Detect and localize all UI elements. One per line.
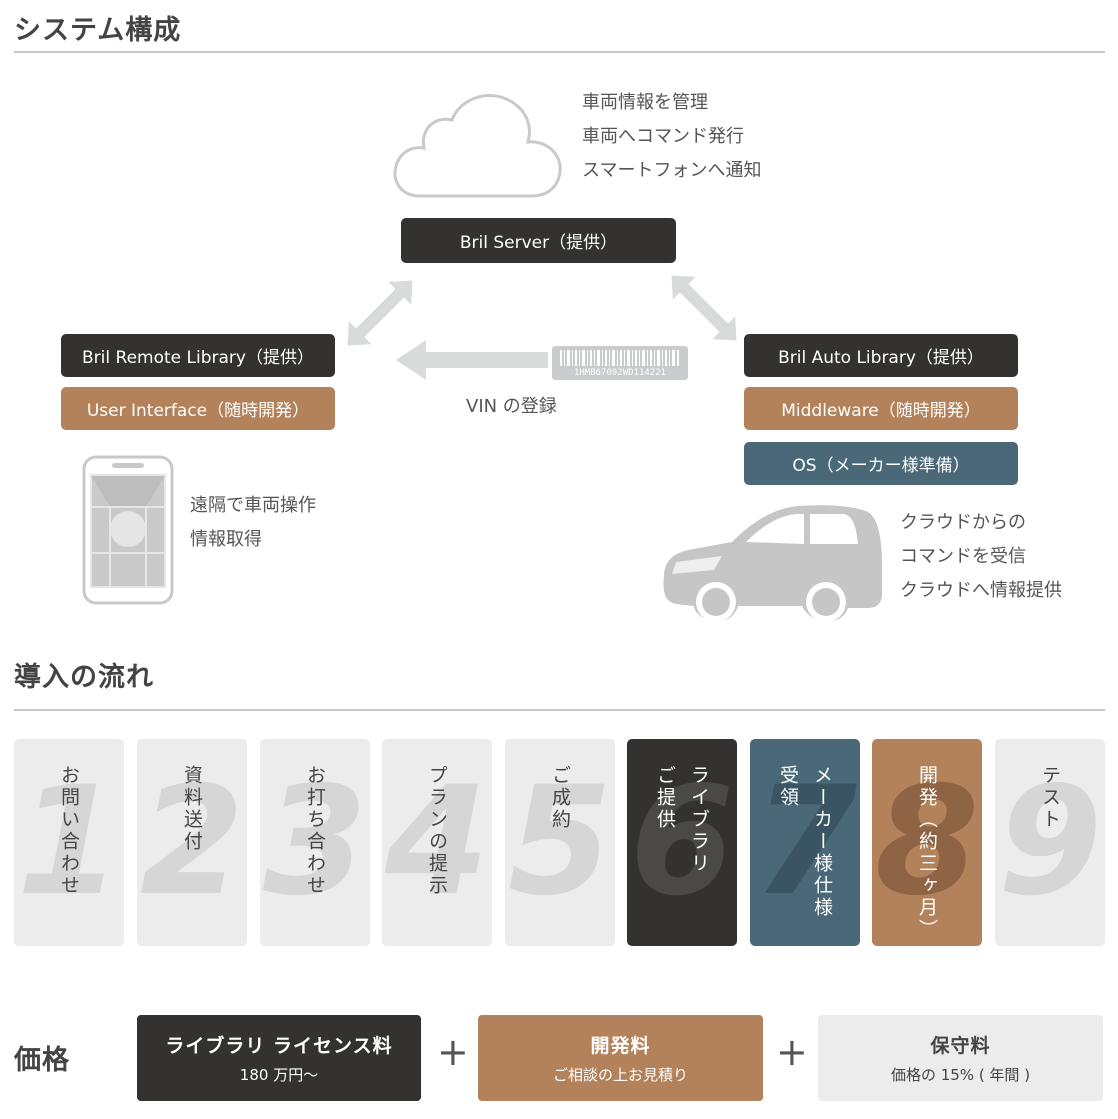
bril-remote-library-box: Bril Remote Library（提供） xyxy=(61,334,335,377)
step-number: 5 xyxy=(507,755,613,929)
flow-step-4: 4 プランの提示 xyxy=(382,739,492,946)
vin-arrow-icon xyxy=(396,340,548,380)
flow-step-7: 7 メーカー様仕様 受領 xyxy=(750,739,860,946)
flow-section-title: 導入の流れ xyxy=(14,662,154,693)
step-label: テスト xyxy=(1039,765,1061,831)
bril-server-box: Bril Server（提供） xyxy=(401,218,676,263)
vin-plate: 1HMB67092WD114221 xyxy=(552,346,688,380)
double-arrow-icon xyxy=(671,275,737,341)
bril-auto-library-box: Bril Auto Library（提供） xyxy=(744,334,1018,377)
os-box: OS（メーカー様準備） xyxy=(744,442,1018,485)
system-section-title: システム構成 xyxy=(14,15,182,46)
car-icon xyxy=(663,505,882,622)
step-label: プランの提示 xyxy=(426,765,448,897)
user-interface-box: User Interface（随時開発） xyxy=(61,387,335,430)
car-note: クラウドへ情報提供 xyxy=(900,580,1062,601)
step-label: お問い合わせ xyxy=(58,765,80,897)
step-label: 開発（約三ヶ月） xyxy=(916,765,938,941)
development-fee-note: ご相談の上お見積り xyxy=(552,1066,688,1084)
step-label: ライブラリ ご提供 xyxy=(654,765,710,875)
cloud-icon xyxy=(393,94,562,198)
step-number: 4 xyxy=(384,755,490,929)
car-note: クラウドからの xyxy=(900,512,1026,533)
license-fee-amount: 180 万円〜 xyxy=(239,1066,319,1084)
step-number: 1 xyxy=(16,755,122,929)
server-notes: 車両情報を管理車両へコマンド発行スマートフォンへ通知 xyxy=(582,86,761,188)
server-note: 車両へコマンド発行 xyxy=(582,126,744,147)
connector-arrows xyxy=(347,275,737,380)
development-fee-box: 開発料 ご相談の上お見積り xyxy=(478,1015,763,1101)
step-number: 9 xyxy=(997,755,1103,929)
phone-note: 遠隔で車両操作 xyxy=(190,495,316,516)
license-fee-title: ライブラリ ライセンス料 xyxy=(165,1035,393,1057)
flow-step-1: 1 お問い合わせ xyxy=(14,739,124,946)
flow-step-3: 3 お打ち合わせ xyxy=(260,739,370,946)
flow-step-2: 2 資料送付 xyxy=(137,739,247,946)
maintenance-fee-note: 価格の 15% ( 年間 ) xyxy=(890,1066,1031,1084)
barcode-icon xyxy=(560,350,679,366)
vin-code: 1HMB67092WD114221 xyxy=(573,368,667,378)
step-label: メーカー様仕様 受領 xyxy=(777,765,833,919)
flow-step-5: 5 ご成約 xyxy=(505,739,615,946)
flow-step-9: 9 テスト xyxy=(995,739,1105,946)
step-label: 資料送付 xyxy=(181,765,203,853)
phone-note: 情報取得 xyxy=(190,529,262,550)
step-number: 8 xyxy=(874,755,980,929)
flow-step-6: 6 ライブラリ ご提供 xyxy=(627,739,737,946)
license-fee-box: ライブラリ ライセンス料 180 万円〜 xyxy=(137,1015,421,1101)
price-section-title: 価格 xyxy=(14,1045,70,1076)
double-arrow-icon xyxy=(347,280,413,346)
section-divider xyxy=(14,51,1105,53)
step-number: 6 xyxy=(629,755,735,929)
vin-label: VIN の登録 xyxy=(466,396,557,417)
middleware-box: Middleware（随時開発） xyxy=(744,387,1018,430)
section-divider xyxy=(14,709,1105,711)
step-number: 2 xyxy=(139,755,245,929)
step-label: お打ち合わせ xyxy=(304,765,326,897)
server-note: 車両情報を管理 xyxy=(582,92,708,113)
flow-step-8: 8 開発（約三ヶ月） xyxy=(872,739,982,946)
step-label: ご成約 xyxy=(549,765,571,831)
maintenance-fee-box: 保守料 価格の 15% ( 年間 ) xyxy=(818,1015,1103,1101)
step-number: 3 xyxy=(262,755,368,929)
car-notes: クラウドからのコマンドを受信クラウドへ情報提供 xyxy=(900,506,1062,608)
maintenance-fee-title: 保守料 xyxy=(930,1035,991,1057)
plus-icon: + xyxy=(437,1030,469,1074)
server-note: スマートフォンへ通知 xyxy=(582,160,762,181)
car-note: コマンドを受信 xyxy=(900,546,1026,567)
step-number: 7 xyxy=(752,755,858,929)
plus-icon: + xyxy=(776,1030,808,1074)
smartphone-icon xyxy=(82,455,174,605)
phone-notes: 遠隔で車両操作情報取得 xyxy=(190,489,316,557)
development-fee-title: 開発料 xyxy=(590,1035,651,1057)
